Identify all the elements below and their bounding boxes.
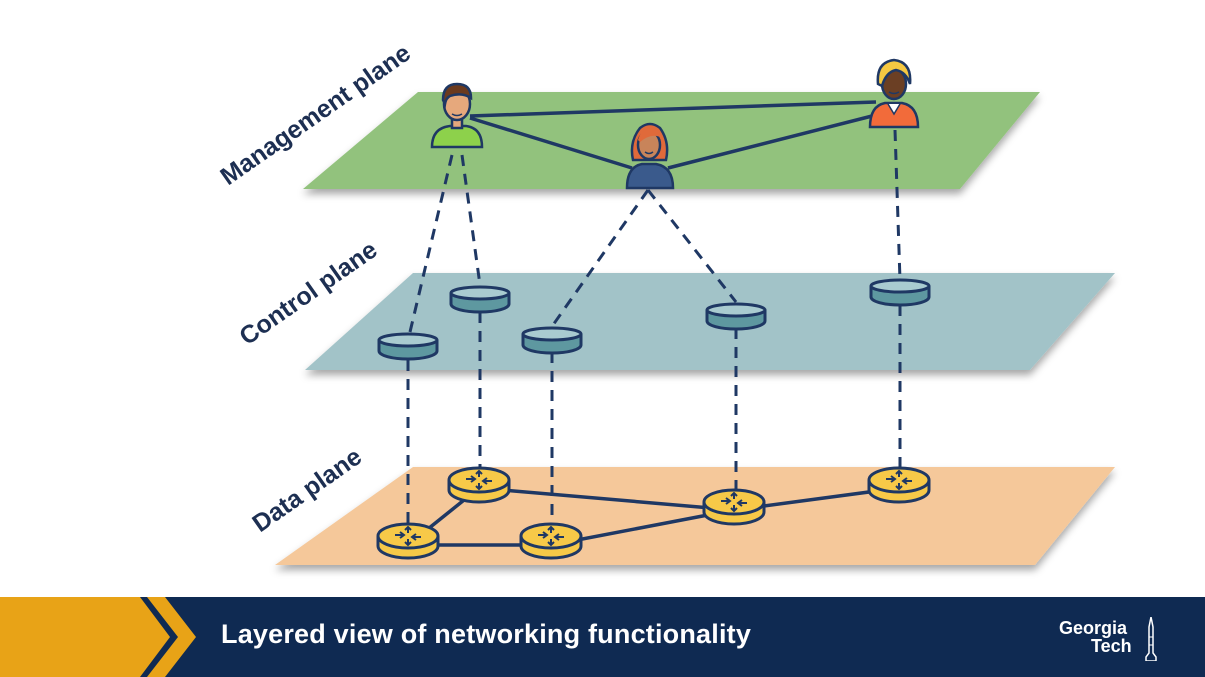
logo-text-line1: Georgia: [1059, 618, 1128, 638]
router-icon: [376, 522, 440, 560]
footer-banner: Layered view of networking functionality…: [0, 597, 1205, 677]
dashed-links: [406, 129, 902, 525]
chevron-icon: [0, 597, 196, 677]
router-icon: [867, 466, 931, 504]
person-icon: [430, 82, 484, 149]
controller-icon: [377, 332, 439, 361]
logo-text-line2: Tech: [1091, 636, 1132, 656]
georgia-tech-logo: Georgia Tech: [1055, 615, 1165, 661]
router-icon: [702, 488, 766, 526]
router-icon: [519, 522, 583, 560]
person-icon: [868, 58, 920, 129]
slide-title: Layered view of networking functionality: [221, 619, 752, 649]
management-links: [469, 100, 877, 170]
tower-icon: [1145, 617, 1157, 661]
controller-icon: [449, 285, 511, 314]
controller-icon: [705, 302, 767, 331]
person-icon: [625, 122, 675, 190]
router-icon: [447, 466, 511, 504]
controller-icon: [521, 326, 583, 355]
controller-icon: [869, 278, 931, 307]
